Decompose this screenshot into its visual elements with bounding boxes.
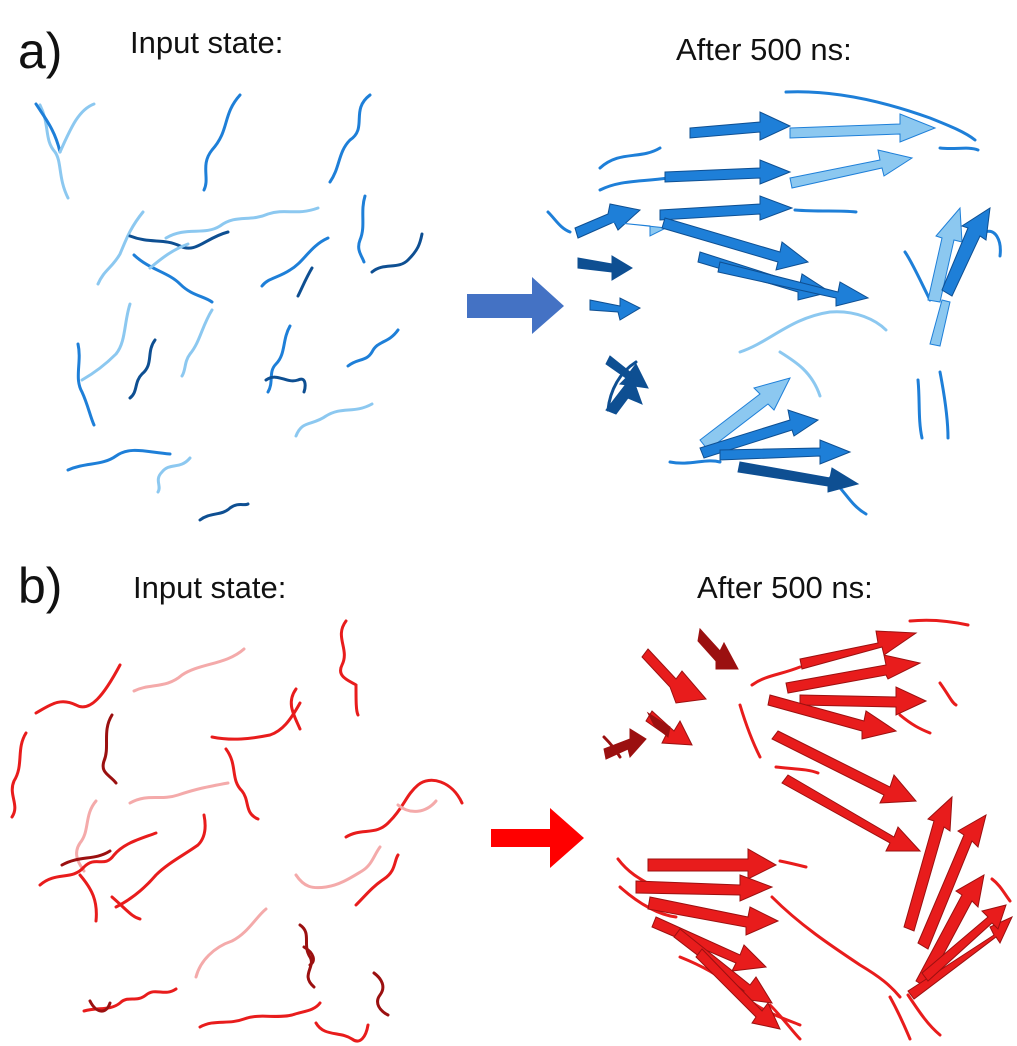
output-state-label-b: After 500 ns: [697,570,873,605]
random-coil-peptides-a [34,93,424,522]
panel-b-illustration [10,618,1014,1043]
panel-letter-a: a) [18,23,63,79]
arrow-b [491,808,584,868]
panel-a-illustration [34,90,1002,522]
output-state-label-a: After 500 ns: [676,32,852,67]
beta-sheet-aggregates-a [546,90,1002,516]
panel-letter-b: b) [18,558,63,614]
random-coil-peptides-b [10,619,464,1043]
beta-sheet-aggregates-b [602,618,1014,1041]
panel-a: a) Input state: After 500 ns: [18,23,1002,522]
input-state-label-a: Input state: [130,25,284,60]
input-state-label-b: Input state: [133,570,287,605]
arrow-a [467,277,564,334]
panel-b: b) Input state: After 500 ns: [0,525,1017,1046]
